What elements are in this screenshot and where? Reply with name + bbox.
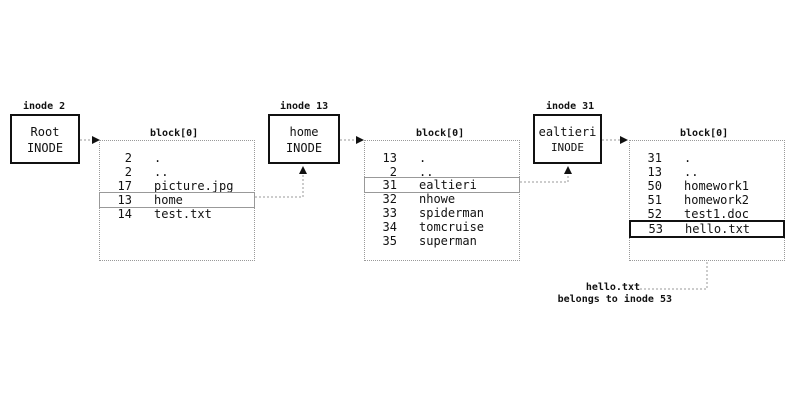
table-row: 34 tomcruise (365, 220, 519, 234)
table-row: 13. (365, 151, 519, 165)
entry-inode: 17 (117, 179, 132, 193)
table-row: 52 test1.doc (630, 207, 784, 221)
entry-inode: 31 (382, 178, 397, 192)
entry-name: home (154, 193, 183, 207)
entry-inode: 2 (124, 165, 132, 179)
entry-name: homework1 (684, 179, 750, 193)
connector-home-entry (255, 174, 304, 198)
root-inode: Root INODE (10, 114, 80, 164)
ealtieri-inode-line1: ealtieri (538, 125, 597, 139)
annotation-line2: belongs to inode 53 (557, 294, 672, 305)
arrowhead-icon (356, 136, 364, 144)
entry-name: superman (419, 234, 477, 248)
entry-inode: 32 (382, 192, 397, 206)
table-row: 17 picture.jpg (100, 179, 254, 193)
entry-inode: 51 (647, 193, 662, 207)
block1-label: block[0] (150, 128, 199, 139)
ealtieri-inode-line2: INODE (550, 141, 585, 154)
ealtieri-inode-label: inode 31 (546, 101, 595, 112)
block2-label: block[0] (416, 128, 465, 139)
entry-inode: 2 (124, 151, 132, 165)
table-row: 32 nhowe (365, 192, 519, 206)
entry-inode: 13 (117, 193, 132, 207)
entry-name: spiderman (419, 206, 485, 220)
table-row: 13.. (630, 165, 784, 179)
arrowhead-icon (299, 166, 307, 174)
annotation-line1: hello.txt (585, 282, 640, 293)
table-row: 33 spiderman (365, 206, 519, 220)
table-row: 51 homework2 (630, 193, 784, 207)
entry-inode: 34 (382, 220, 397, 234)
entry-name: homework2 (684, 193, 750, 207)
entry-name: nhowe (419, 192, 456, 206)
table-row: 35 superman (365, 234, 519, 248)
arrowhead-icon (564, 166, 572, 174)
table-row-highlighted: 53 hello.txt (629, 220, 785, 238)
table-row-highlighted: 31 ealtieri (364, 177, 520, 193)
block2: 13. 2.. 31 ealtieri 32 nhowe 33 spiderman 3… (364, 140, 520, 261)
entry-inode: 31 (647, 151, 662, 165)
entry-inode: 35 (382, 234, 397, 248)
entry-inode: 13 (647, 165, 662, 179)
entry-name: . (419, 151, 427, 165)
entry-inode: 50 (647, 179, 662, 193)
table-row: 2. (100, 151, 254, 165)
entry-name: .. (154, 165, 169, 179)
entry-name: .. (684, 165, 699, 179)
annotation-note-line2: belongs to inode 53 (500, 294, 672, 305)
entry-name: .. (419, 165, 434, 179)
entry-name: . (154, 151, 162, 165)
arrowhead-icon (620, 136, 628, 144)
table-row-highlighted: 13 home (99, 192, 255, 208)
home-inode: home INODE (268, 114, 340, 164)
entry-name: tomcruise (419, 220, 485, 234)
entry-inode: 52 (647, 207, 662, 221)
table-row: 2.. (365, 165, 519, 179)
entry-inode: 13 (382, 151, 397, 165)
entry-name: test.txt (154, 207, 212, 221)
block3: 31. 13.. 50 homework1 51 homework2 52 test1… (629, 140, 785, 261)
table-row: 2.. (100, 165, 254, 179)
home-inode-line2: INODE (285, 141, 323, 155)
entry-name: ealtieri (419, 178, 477, 192)
entry-inode: 14 (117, 207, 132, 221)
table-row: 50 homework1 (630, 179, 784, 193)
block3-label: block[0] (680, 128, 729, 139)
entry-name: . (684, 151, 692, 165)
entry-inode: 53 (648, 222, 663, 236)
entry-name: test1.doc (684, 207, 750, 221)
arrowhead-icon (92, 136, 100, 144)
connector-ealtieri-entry (520, 174, 569, 183)
entry-inode: 33 (382, 206, 397, 220)
entry-name: picture.jpg (154, 179, 234, 193)
root-inode-line1: Root (30, 125, 60, 139)
entry-name: hello.txt (685, 222, 751, 236)
root-inode-label: inode 2 (23, 101, 66, 112)
annotation-note: hello.txt (540, 282, 640, 293)
table-row: 14 test.txt (100, 207, 254, 221)
root-inode-line2: INODE (26, 141, 64, 155)
home-inode-label: inode 13 (280, 101, 329, 112)
ealtieri-inode: ealtieri INODE (533, 114, 602, 164)
home-inode-line1: home (289, 125, 319, 139)
table-row: 31. (630, 151, 784, 165)
entry-inode: 2 (389, 165, 397, 179)
block1: 2. 2.. 17 picture.jpg 13 home 14 test.txt (99, 140, 255, 261)
